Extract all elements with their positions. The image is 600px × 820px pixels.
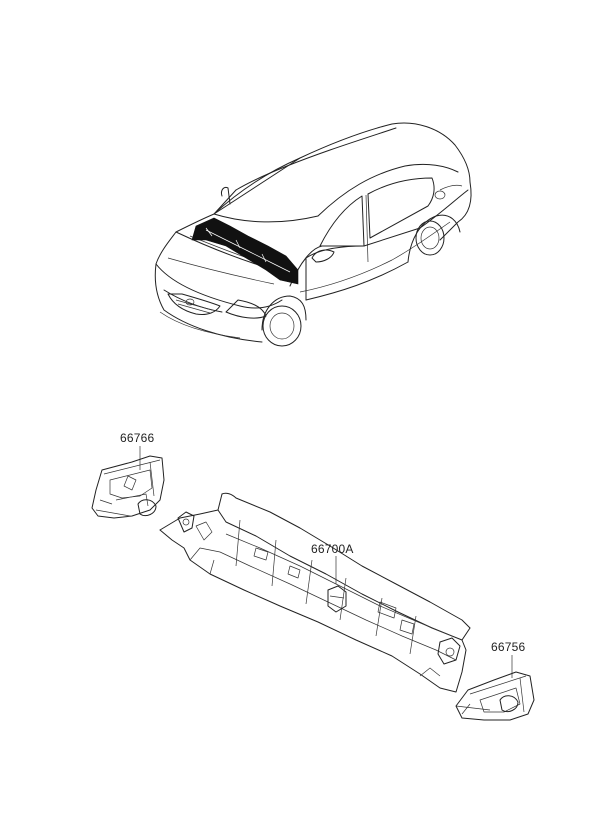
- part-66766-drawing: [91, 446, 165, 519]
- part-66756-drawing: [455, 655, 535, 721]
- cowl-highlight: [191, 217, 299, 285]
- part-number-label: 66756: [491, 640, 526, 654]
- part-number-label: 66700A: [311, 542, 354, 556]
- part-number-label: 66766: [120, 431, 155, 445]
- part-66700A-drawing: [159, 492, 471, 693]
- car-illustration: [154, 122, 472, 347]
